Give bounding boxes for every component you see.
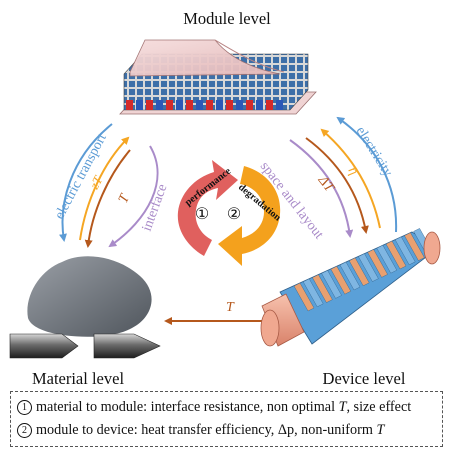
device-fin bbox=[321, 270, 342, 299]
module-leg bbox=[186, 100, 193, 110]
label-t-left: T bbox=[116, 191, 133, 205]
cycle-number-2: ② bbox=[227, 206, 241, 223]
device-fin bbox=[312, 274, 333, 303]
label-t-bottom: T bbox=[226, 300, 235, 315]
caption-number-1: 1 bbox=[17, 400, 32, 415]
module-leg bbox=[166, 100, 173, 110]
cycle-number-1: ① bbox=[195, 206, 209, 223]
powder-pile bbox=[27, 256, 152, 337]
device-fin bbox=[367, 249, 388, 278]
arrow-t-left bbox=[84, 149, 131, 248]
device-fin-array bbox=[293, 228, 434, 312]
caption-line-1-text: material to module: interface resistance… bbox=[36, 399, 336, 415]
module-leg bbox=[126, 100, 133, 110]
caption-line-2: 2 module to device: heat transfer efficie… bbox=[17, 422, 384, 439]
module-illustration bbox=[119, 39, 317, 115]
caption-line-2-text: module to device: heat transfer efficien… bbox=[36, 422, 373, 438]
module-leg bbox=[206, 100, 213, 110]
caption-line-1-tail: , size effect bbox=[346, 399, 412, 415]
device-fin bbox=[376, 244, 398, 274]
material-illustration bbox=[9, 256, 161, 359]
caption-box: 1 material to module: interface resistanc… bbox=[10, 391, 443, 447]
module-leg bbox=[256, 100, 263, 110]
module-level-label: Module level bbox=[183, 9, 271, 28]
device-fin bbox=[302, 278, 324, 308]
caption-line-1: 1 material to module: interface resistanc… bbox=[17, 399, 411, 416]
material-level-label: Material level bbox=[32, 369, 124, 388]
device-fin bbox=[358, 253, 379, 282]
device-fin bbox=[385, 240, 407, 270]
left-arrow-group: electric transport zT T interface bbox=[52, 123, 171, 248]
module-leg bbox=[196, 100, 203, 110]
label-delta-t: ΔT bbox=[314, 172, 337, 196]
arrow-eta bbox=[320, 128, 381, 229]
device-fin bbox=[339, 261, 361, 291]
arrow-delta-t bbox=[305, 137, 369, 234]
ingot-right bbox=[93, 333, 161, 359]
label-eta: η bbox=[345, 164, 361, 178]
module-leg bbox=[156, 100, 163, 110]
module-leg bbox=[176, 100, 183, 110]
ingot-left bbox=[9, 333, 79, 359]
module-leg bbox=[266, 100, 273, 110]
device-outlet-flange bbox=[423, 231, 441, 265]
module-leg bbox=[246, 100, 253, 110]
device-fin bbox=[330, 265, 352, 295]
device-level-label: Device level bbox=[323, 369, 406, 388]
caption-number-2: 2 bbox=[17, 423, 32, 438]
arrow-zt bbox=[79, 136, 130, 241]
cycle-degradation-arc bbox=[218, 166, 281, 266]
caption-line-2-var: T bbox=[376, 422, 385, 438]
caption-line-1-var: T bbox=[338, 399, 347, 415]
module-leg bbox=[226, 100, 233, 110]
device-fin bbox=[293, 282, 315, 312]
module-leg bbox=[276, 100, 283, 110]
device-fin bbox=[394, 236, 416, 266]
device-illustration bbox=[260, 228, 441, 347]
device-fin bbox=[404, 232, 425, 261]
arrow-electricity bbox=[336, 116, 398, 233]
arrow-interface bbox=[108, 145, 159, 248]
arrow-space-layout bbox=[289, 139, 354, 238]
module-leg-row bbox=[126, 100, 283, 110]
device-inlet-flange bbox=[260, 309, 280, 347]
cycle-performance-arc bbox=[177, 160, 238, 256]
module-leg bbox=[236, 100, 243, 110]
label-interface: interface bbox=[140, 182, 171, 233]
arrow-electric-transport bbox=[59, 123, 113, 242]
device-fin bbox=[348, 257, 370, 287]
module-leg bbox=[136, 100, 143, 110]
module-leg bbox=[216, 100, 223, 110]
module-leg bbox=[146, 100, 153, 110]
module-peel-edge bbox=[214, 39, 285, 73]
